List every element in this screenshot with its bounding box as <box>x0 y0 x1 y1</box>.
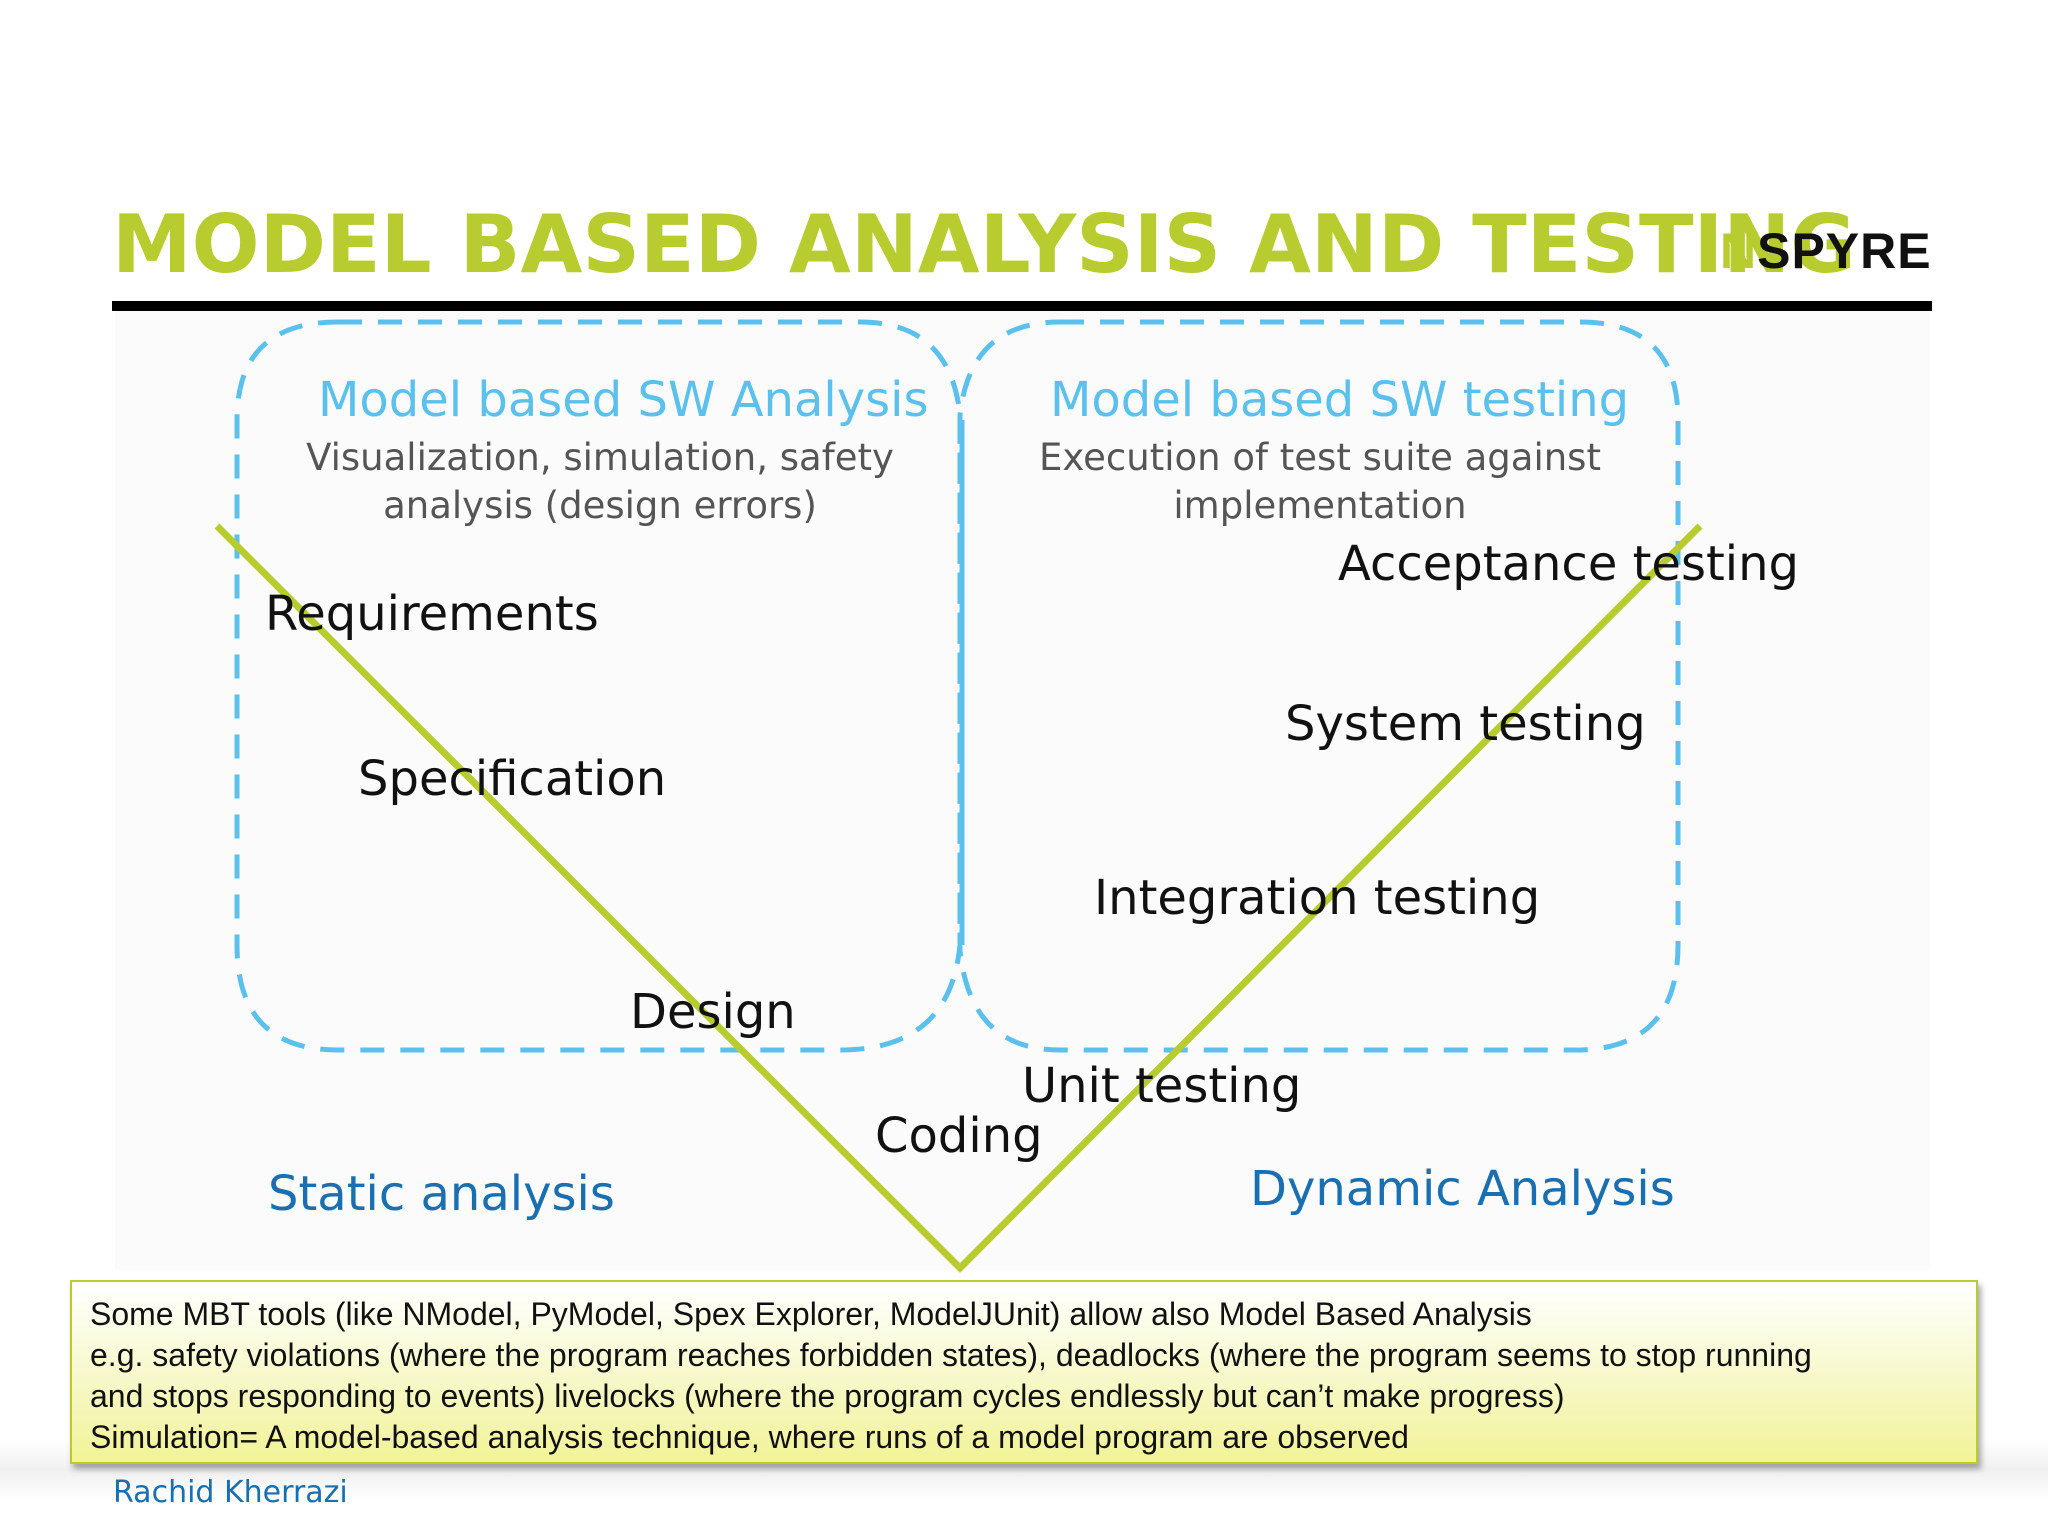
note-line-3: and stops responding to events) livelock… <box>90 1378 1565 1414</box>
analysis-box-title: Model based SW Analysis <box>318 372 929 428</box>
stage-design: Design <box>630 984 796 1040</box>
testing-box-title: Model based SW testing <box>1050 372 1630 428</box>
stage-unit-testing: Unit testing <box>1022 1058 1302 1114</box>
analysis-subtitle-line-1: Visualization, simulation, safety <box>306 436 894 479</box>
title-rule <box>112 301 1932 311</box>
stage-system-testing: System testing <box>1285 696 1646 752</box>
nspyre-logo: NSPYRE <box>1720 226 1932 276</box>
static-analysis-label: Static analysis <box>268 1166 615 1222</box>
logo-text: SPYRE <box>1757 223 1932 279</box>
testing-subtitle-line-2: implementation <box>1173 484 1467 527</box>
note-line-4: Simulation= A model-based analysis techn… <box>90 1419 1409 1455</box>
analysis-box-outline <box>234 319 963 1053</box>
analysis-box-subtitle: Visualization, simulation, safety analys… <box>220 434 980 530</box>
diagram-panel <box>115 310 1930 1270</box>
author-name: Rachid Kherrazi <box>113 1475 348 1510</box>
testing-subtitle-line-1: Execution of test suite against <box>1039 436 1601 479</box>
testing-box-subtitle: Execution of test suite against implemen… <box>990 434 1650 530</box>
mbt-note-box: Some MBT tools (like NModel, PyModel, Sp… <box>70 1280 1978 1464</box>
analysis-subtitle-line-2: analysis (design errors) <box>383 484 817 527</box>
note-line-1: Some MBT tools (like NModel, PyModel, Sp… <box>90 1296 1532 1332</box>
logo-accent: N <box>1720 223 1758 279</box>
stage-requirements: Requirements <box>265 586 599 642</box>
dynamic-analysis-label: Dynamic Analysis <box>1250 1161 1675 1217</box>
note-line-2: e.g. safety violations (where the progra… <box>90 1337 1812 1373</box>
stage-specification: Specification <box>358 751 667 807</box>
stage-acceptance-testing: Acceptance testing <box>1338 536 1800 592</box>
v-model-line <box>214 523 1703 1273</box>
testing-box-outline <box>957 319 1681 1053</box>
stage-coding: Coding <box>875 1108 1043 1164</box>
stage-integration-testing: Integration testing <box>1094 870 1541 926</box>
slide-title: MODEL BASED ANALYSIS AND TESTING <box>112 198 1856 291</box>
